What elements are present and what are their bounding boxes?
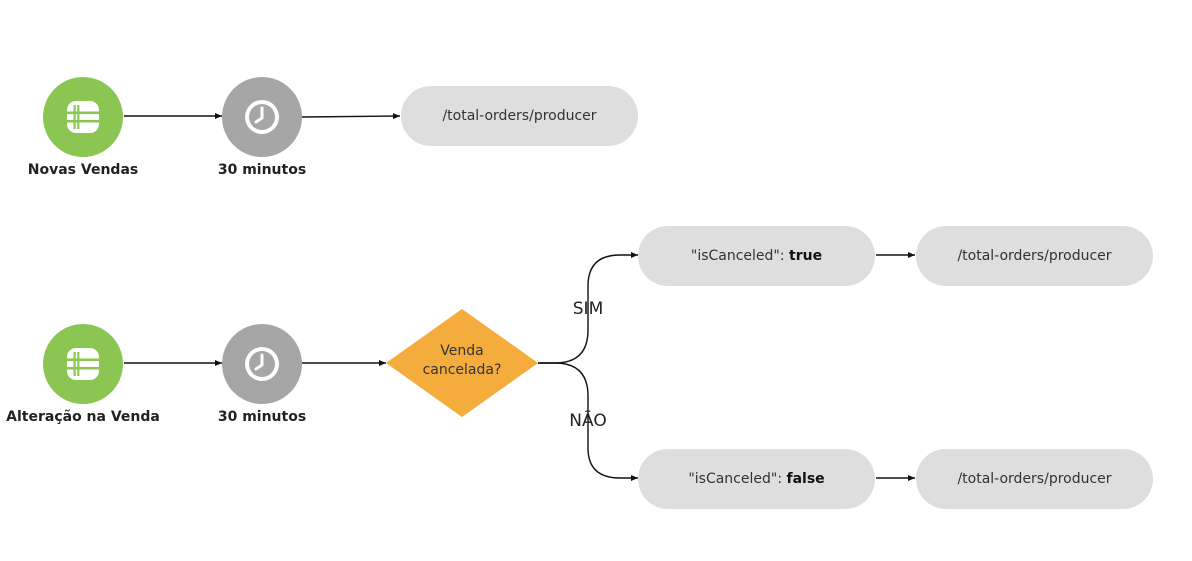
condition-false-pill: "isCanceled": false [638, 449, 875, 509]
trigger-novas-vendas [43, 77, 123, 157]
endpoint-pill: /total-orders/producer [401, 86, 638, 146]
database-icon [67, 101, 99, 133]
trigger-alteracao-venda [43, 324, 123, 404]
timer-node [222, 77, 302, 157]
trigger-label: Alteração na Venda [6, 409, 160, 425]
timer-label: 30 minutos [217, 409, 307, 425]
database-icon [67, 348, 99, 380]
endpoint-pill: /total-orders/producer [916, 449, 1153, 509]
endpoint-pill: /total-orders/producer [916, 226, 1153, 286]
decision-line-1: Venda [440, 343, 484, 359]
decision-line-2: cancelada? [422, 362, 502, 378]
clock-icon [245, 347, 279, 381]
branch-yes-label: SIM [572, 299, 604, 319]
timer-node [222, 324, 302, 404]
decision-diamond [386, 309, 538, 417]
arrow-branch-yes [538, 252, 638, 364]
condition-key: "isCanceled": [688, 471, 787, 487]
endpoint-text: /total-orders/producer [957, 471, 1112, 487]
clock-icon [245, 100, 279, 134]
decision-label: Venda cancelada? [402, 342, 522, 380]
condition-value: false [786, 471, 825, 487]
trigger-label: Novas Vendas [27, 162, 139, 178]
condition-key: "isCanceled": [690, 248, 790, 264]
condition-value: true [789, 248, 823, 264]
endpoint-text: /total-orders/producer [442, 108, 597, 124]
branch-no-label: NÃO [569, 411, 607, 431]
arrow-timer-to-endpoint-1 [301, 113, 401, 120]
timer-label: 30 minutos [217, 162, 307, 178]
arrow-branch-no [538, 362, 638, 481]
condition-true-pill: "isCanceled": true [638, 226, 875, 286]
endpoint-text: /total-orders/producer [957, 248, 1112, 264]
